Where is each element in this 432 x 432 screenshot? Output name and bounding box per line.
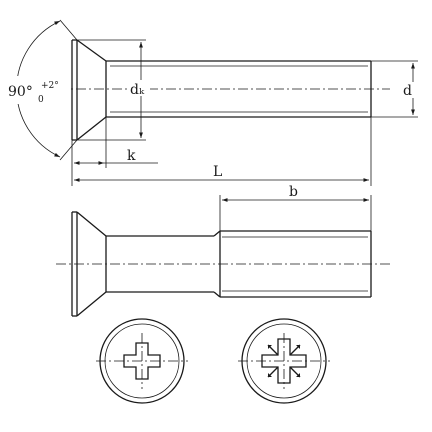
d-label-bg bbox=[400, 82, 418, 98]
k-dimension: k bbox=[71, 117, 158, 186]
thread-transition-top bbox=[213, 230, 221, 237]
head2-cone-bottom bbox=[76, 291, 107, 317]
angle-tolerance-upper: +2° bbox=[41, 81, 59, 91]
d-label: d bbox=[403, 83, 412, 99]
pozidriv-tip-ne bbox=[296, 345, 300, 349]
angle-extension-bottom bbox=[59, 139, 78, 161]
middle-screw-view bbox=[56, 211, 390, 317]
pozidriv-head-view bbox=[238, 318, 330, 404]
d-dimension: d bbox=[371, 60, 418, 118]
pozidriv-tip-se bbox=[296, 373, 300, 377]
dk-label-bg bbox=[128, 80, 150, 96]
b-dimension: b bbox=[219, 184, 372, 231]
pozidriv-tip-nw bbox=[268, 345, 272, 349]
dk-label: dₖ bbox=[130, 82, 145, 98]
b-label: b bbox=[289, 184, 298, 200]
phillips-head-view bbox=[96, 318, 188, 404]
pozidriv-tip-sw bbox=[268, 373, 272, 377]
top-screw-view bbox=[22, 39, 390, 141]
angle-tolerance-lower: 0 bbox=[38, 95, 44, 105]
thread-transition-bottom bbox=[213, 291, 221, 298]
L-dimension: L bbox=[74, 117, 372, 186]
angle-extension-top bbox=[59, 19, 78, 41]
phillips-cross-recess bbox=[123, 342, 161, 380]
dk-dimension: dₖ bbox=[77, 39, 150, 141]
angle-dimension: 90° +2° 0 bbox=[6, 19, 78, 161]
angle-label-bg bbox=[6, 76, 70, 104]
head-cone-top bbox=[76, 39, 107, 62]
head2-cone-top bbox=[76, 211, 107, 237]
L-label: L bbox=[213, 164, 222, 180]
head-cone-bottom bbox=[76, 116, 107, 141]
k-label: k bbox=[127, 148, 136, 164]
angle-label: 90° bbox=[8, 84, 33, 100]
